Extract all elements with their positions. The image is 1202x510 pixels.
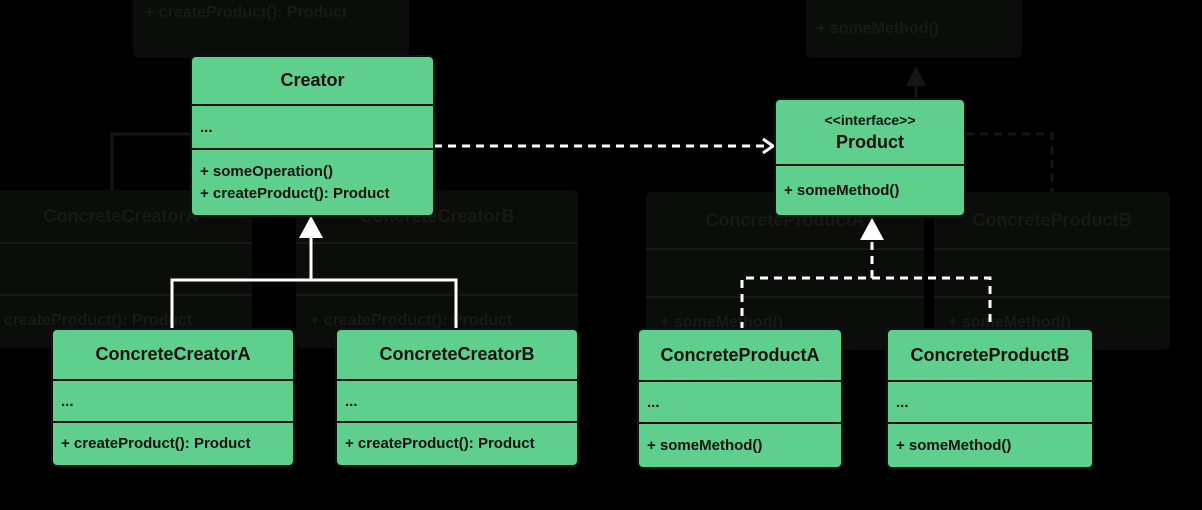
- ghost-class-name: ConcreteCreatorA: [43, 206, 199, 226]
- method-text: + someOperation(): [200, 162, 333, 180]
- class-methods: + createProduct(): Product: [53, 423, 293, 465]
- dependency-arrowhead-icon: [762, 137, 776, 155]
- attributes-text: ...: [61, 392, 74, 410]
- ghost-product-box: + someMethod(): [806, 0, 1022, 58]
- class-header: Creator: [192, 57, 433, 106]
- method-text: + someMethod(): [647, 436, 763, 454]
- ghost-method-text: + createProduct(): Product: [145, 4, 348, 21]
- class-methods: + someMethod(): [776, 166, 964, 215]
- attributes-text: ...: [345, 392, 358, 410]
- class-methods: + someMethod(): [888, 424, 1092, 467]
- stereotype-label: <<interface>>: [824, 111, 916, 128]
- ghost-method-text: + someMethod(): [948, 314, 1072, 331]
- ghost-connector-line: [966, 132, 1054, 192]
- class-attributes: ...: [888, 382, 1092, 424]
- class-box-concrete-product-b: ConcreteProductB ... + someMethod(): [886, 328, 1094, 469]
- realization-arrowhead-icon: [860, 218, 884, 240]
- method-text: + createProduct(): Product: [345, 435, 535, 452]
- ghost-connector-line: [110, 132, 190, 190]
- ghost-concrete-product-b-box: ConcreteProductB + someMethod(): [934, 192, 1170, 350]
- class-name: ConcreteProductB: [910, 344, 1070, 365]
- ghost-method-text: + createProduct(): Product: [0, 312, 193, 329]
- class-box-concrete-creator-a: ConcreteCreatorA ... + createProduct(): …: [51, 328, 295, 467]
- inheritance-arrowhead-icon: [299, 216, 323, 238]
- class-attributes: ...: [192, 106, 433, 150]
- ghost-concrete-product-a-box: ConcreteProductA + someMethod(): [646, 192, 924, 350]
- class-header: ConcreteCreatorB: [337, 330, 577, 381]
- ghost-class-name: ConcreteProductB: [972, 210, 1132, 230]
- class-box-creator: Creator ... + someOperation() + createPr…: [190, 55, 435, 217]
- inheritance-line-creators: [170, 278, 458, 330]
- class-attributes: ...: [53, 381, 293, 423]
- class-name: Creator: [280, 70, 345, 90]
- class-header: ConcreteCreatorA: [53, 330, 293, 381]
- class-attributes: ...: [337, 381, 577, 423]
- class-attributes: ...: [639, 382, 841, 424]
- ghost-method-text: + someMethod(): [816, 20, 940, 37]
- class-methods: + createProduct(): Product: [337, 423, 577, 465]
- method-text: + createProduct(): Product: [200, 184, 390, 202]
- attributes-text: ...: [896, 393, 909, 411]
- class-header: <<interface>> Product: [776, 100, 964, 166]
- attributes-text: ...: [200, 118, 213, 136]
- ghost-method-text: + someMethod(): [660, 314, 784, 331]
- method-text: + createProduct(): Product: [61, 435, 251, 452]
- class-name: ConcreteCreatorB: [379, 344, 535, 364]
- class-name: ConcreteCreatorA: [95, 344, 251, 364]
- class-methods: + someMethod(): [639, 424, 841, 467]
- class-methods: + someOperation() + createProduct(): Pro…: [192, 150, 433, 215]
- attributes-text: ...: [647, 393, 660, 411]
- class-header: ConcreteProductB: [888, 330, 1092, 382]
- ghost-creator-box: + someOperation() + createProduct(): Pro…: [133, 0, 409, 58]
- class-header: ConcreteProductA: [639, 330, 841, 382]
- class-box-concrete-product-a: ConcreteProductA ... + someMethod(): [637, 328, 843, 469]
- method-text: + someMethod(): [784, 181, 900, 199]
- class-box-concrete-creator-b: ConcreteCreatorB ... + createProduct(): …: [335, 328, 579, 467]
- class-name: Product: [835, 131, 904, 152]
- ghost-arrowhead: [906, 66, 926, 86]
- method-text: + someMethod(): [896, 436, 1012, 454]
- realization-line-products: [740, 276, 992, 330]
- class-box-product: <<interface>> Product + someMethod(): [774, 98, 966, 217]
- class-name: ConcreteProductA: [660, 344, 820, 365]
- ghost-method-text: + createProduct(): Product: [310, 312, 513, 329]
- ghost-connectors: [110, 66, 1054, 192]
